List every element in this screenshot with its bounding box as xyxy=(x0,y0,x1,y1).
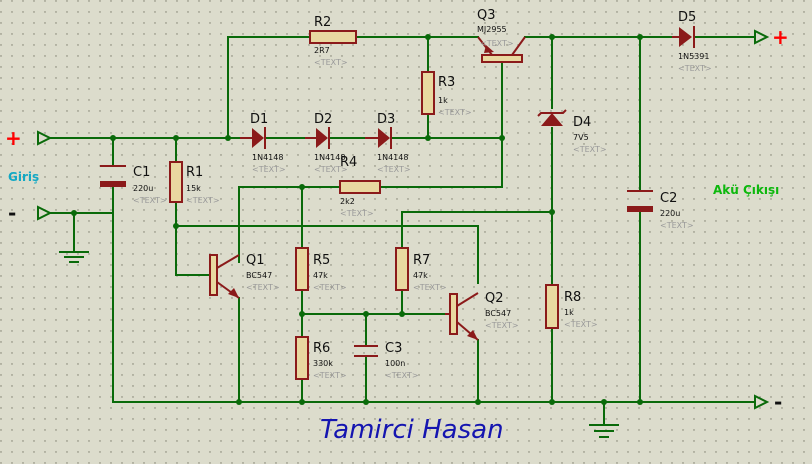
svg-text:D5: D5 xyxy=(678,10,696,25)
resistor-r2: R2 2R7 <TEXT> xyxy=(309,15,357,67)
zener-diode-d4: D4 7V5 <TEXT> xyxy=(537,109,607,154)
junctions xyxy=(71,34,643,405)
svg-text:<TEXT>: <TEXT> xyxy=(133,196,167,205)
svg-text:1N5391: 1N5391 xyxy=(678,52,709,61)
svg-text:R7: R7 xyxy=(413,253,430,268)
svg-text:R2: R2 xyxy=(314,15,331,30)
output-plus-sign: + xyxy=(772,25,789,49)
input-minus-sign: - xyxy=(8,201,16,225)
transistor-q3: Q3 MJ2955 <TEXT> xyxy=(477,8,526,63)
svg-text:2k2: 2k2 xyxy=(340,197,355,206)
capacitor-c1: C1 220u <TEXT> xyxy=(100,165,167,205)
svg-text:<TEXT>: <TEXT> xyxy=(480,39,514,48)
svg-text:D1: D1 xyxy=(250,112,268,127)
svg-text:<TEXT>: <TEXT> xyxy=(385,371,419,380)
svg-text:<TEXT>: <TEXT> xyxy=(573,145,607,154)
resistor-r8: R8 1k <TEXT> xyxy=(545,284,598,329)
svg-text:BC547: BC547 xyxy=(246,271,272,280)
author-signature: Tamirci Hasan xyxy=(320,415,504,445)
capacitor-c2: C2 220u <TEXT> xyxy=(627,190,694,230)
resistor-r1: R1 15k <TEXT> xyxy=(169,161,220,205)
transistor-q1: Q1 BC547 <TEXT> xyxy=(209,253,280,299)
svg-text:R1: R1 xyxy=(186,165,203,180)
svg-text:<TEXT>: <TEXT> xyxy=(314,58,348,67)
svg-text:<TEXT>: <TEXT> xyxy=(660,221,694,230)
svg-text:Q1: Q1 xyxy=(246,253,265,268)
svg-text:47k: 47k xyxy=(313,271,328,280)
svg-text:Q3: Q3 xyxy=(477,8,496,23)
svg-text:<TEXT>: <TEXT> xyxy=(246,283,280,292)
input-label: Giriş xyxy=(8,170,39,184)
svg-text:R3: R3 xyxy=(438,75,455,90)
svg-text:MJ2955: MJ2955 xyxy=(477,25,507,34)
svg-text:Q2: Q2 xyxy=(485,291,504,306)
svg-text:<TEXT>: <TEXT> xyxy=(564,320,598,329)
resistor-r4: R4 2k2 <TEXT> xyxy=(339,155,381,218)
svg-text:1N4148: 1N4148 xyxy=(377,153,408,162)
svg-text:<TEXT>: <TEXT> xyxy=(413,283,447,292)
svg-text:<TEXT>: <TEXT> xyxy=(340,209,374,218)
svg-text:220u: 220u xyxy=(660,209,680,218)
diode-d1: D1 1N4148 <TEXT> xyxy=(240,112,286,174)
capacitor-c3: C3 100n <TEXT> xyxy=(354,341,419,380)
svg-text:<TEXT>: <TEXT> xyxy=(485,321,519,330)
diode-d2: D2 1N4148 <TEXT> xyxy=(305,112,348,174)
resistor-r3: R3 1k <TEXT> xyxy=(421,71,472,117)
svg-text:<TEXT>: <TEXT> xyxy=(377,165,411,174)
svg-text:C2: C2 xyxy=(660,191,677,206)
svg-text:1N4148: 1N4148 xyxy=(314,153,345,162)
resistor-r5: R5 47k <TEXT> xyxy=(295,247,347,292)
output-minus-port xyxy=(754,394,770,410)
svg-text:D4: D4 xyxy=(573,115,591,130)
resistor-r7: R7 47k <TEXT> xyxy=(395,247,447,292)
wires xyxy=(49,36,756,438)
output-minus-sign: - xyxy=(774,390,782,414)
svg-text:C3: C3 xyxy=(385,341,402,356)
svg-text:1k: 1k xyxy=(564,308,574,317)
svg-text:<TEXT>: <TEXT> xyxy=(438,108,472,117)
input-minus-port xyxy=(37,205,53,221)
svg-text:100n: 100n xyxy=(385,359,405,368)
svg-text:1k: 1k xyxy=(438,96,448,105)
output-plus-port xyxy=(754,29,770,45)
svg-text:<TEXT>: <TEXT> xyxy=(313,283,347,292)
output-label: Akü Çıkışı xyxy=(713,183,779,197)
svg-text:D3: D3 xyxy=(377,112,395,127)
svg-text:2R7: 2R7 xyxy=(314,46,330,55)
svg-text:D2: D2 xyxy=(314,112,332,127)
svg-text:<TEXT>: <TEXT> xyxy=(313,371,347,380)
diode-d3: D3 1N4148 <TEXT> xyxy=(365,112,411,174)
resistor-r6: R6 330k <TEXT> xyxy=(295,336,347,380)
svg-text:15k: 15k xyxy=(186,184,201,193)
svg-text:<TEXT>: <TEXT> xyxy=(314,165,348,174)
svg-text:220u: 220u xyxy=(133,184,153,193)
diode-d5: D5 1N5391 <TEXT> xyxy=(672,10,712,73)
svg-text:C1: C1 xyxy=(133,165,150,180)
svg-text:47k: 47k xyxy=(413,271,428,280)
transistor-q2: Q2 BC547 <TEXT> xyxy=(445,291,519,341)
svg-text:R4: R4 xyxy=(340,155,357,170)
svg-text:<TEXT>: <TEXT> xyxy=(678,64,712,73)
svg-text:R6: R6 xyxy=(313,341,330,356)
input-plus-port xyxy=(37,130,53,146)
svg-text:330k: 330k xyxy=(313,359,333,368)
svg-text:<TEXT>: <TEXT> xyxy=(186,196,220,205)
svg-text:1N4148: 1N4148 xyxy=(252,153,283,162)
input-plus-sign: + xyxy=(5,126,22,150)
svg-text:7V5: 7V5 xyxy=(573,133,589,142)
svg-text:R5: R5 xyxy=(313,253,330,268)
svg-text:<TEXT>: <TEXT> xyxy=(252,165,286,174)
svg-text:R8: R8 xyxy=(564,290,581,305)
svg-text:BC547: BC547 xyxy=(485,309,511,318)
